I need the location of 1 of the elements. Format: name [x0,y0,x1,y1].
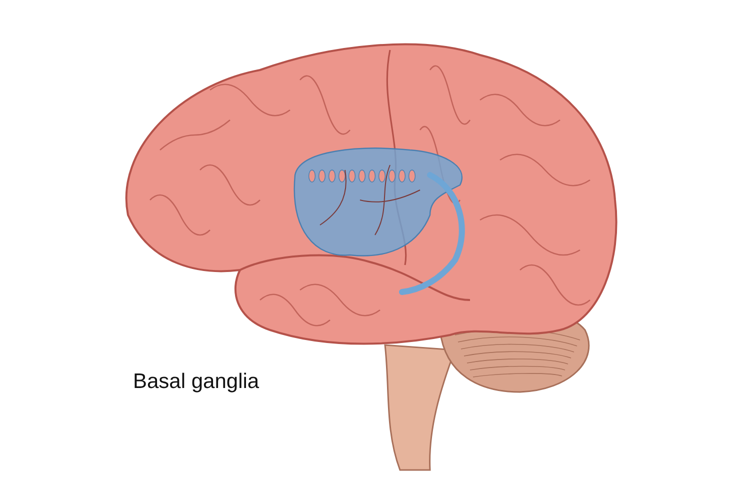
structure-label: Basal ganglia [133,370,260,394]
